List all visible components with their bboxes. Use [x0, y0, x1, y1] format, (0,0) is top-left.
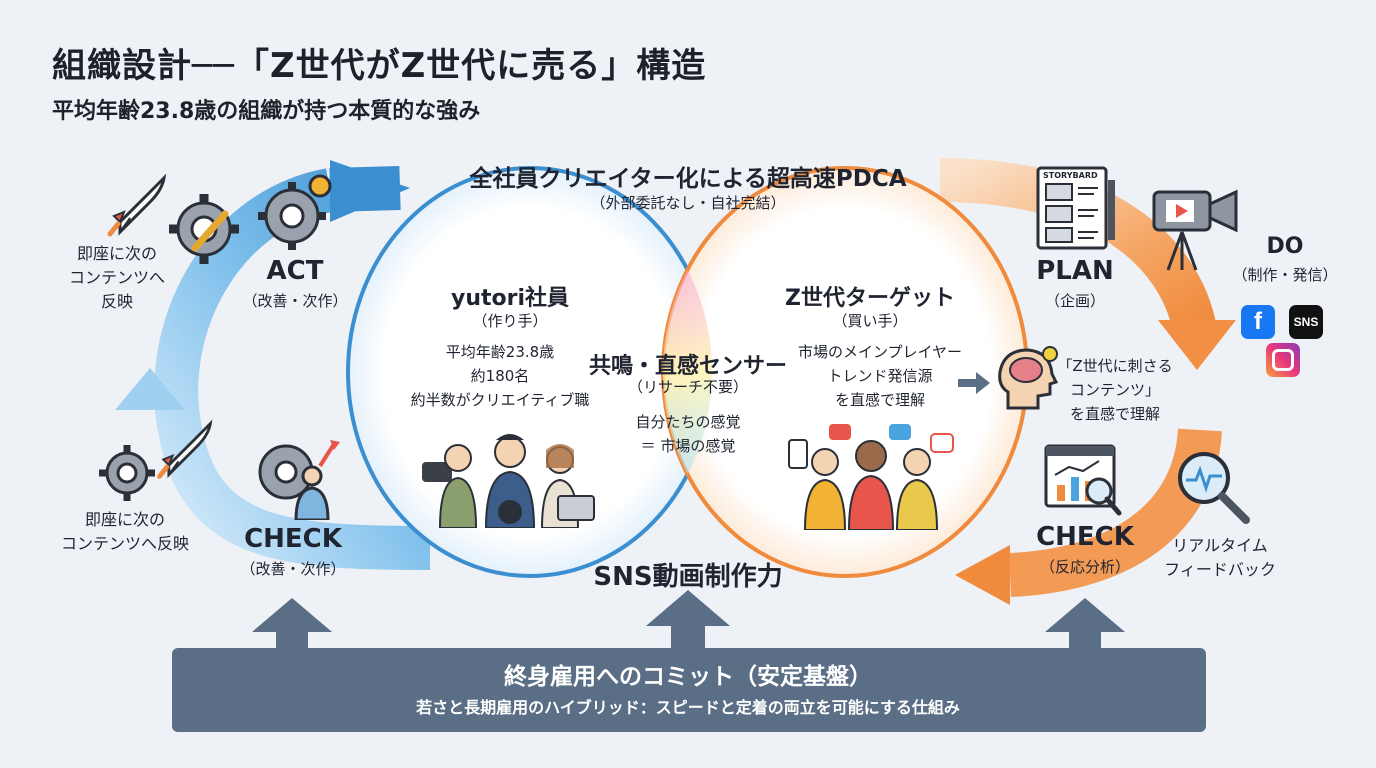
team-illustration [422, 434, 595, 528]
yutori-details: 平均年齢23.8歳約180名約半数がクリエイティブ職 [410, 343, 590, 409]
resonance-subtitle: （リサーチ不要） [627, 378, 748, 396]
target-details: 市場のメインプレイヤートレンド発信源を直感で理解 [797, 343, 963, 409]
rocket-icon [107, 173, 167, 237]
wrench-gear-icon [169, 194, 239, 264]
sns-video-power: SNS動画制作力 [593, 562, 783, 592]
arrow-right-icon [958, 372, 990, 394]
insight-note: 「Z世代に刺さるコンテンツ」を直感で理解 [1057, 357, 1173, 423]
foundation-bar [172, 648, 1206, 732]
act-note: 即座に次のコンテンツへ反映 [68, 244, 165, 311]
do-title: DO [1266, 234, 1304, 259]
foundation-title: 終身雇用へのコミット（安定基盤） [504, 664, 872, 690]
yutori-subtitle: （作り手） [472, 312, 548, 330]
act-subtitle: （改善・次作） [242, 292, 348, 310]
plan-title: PLAN [1036, 256, 1114, 286]
check-subtitle-right: （反応分析） [1039, 558, 1130, 576]
resonance-details: 自分たちの感覚＝ 市場の感覚 [635, 413, 741, 455]
foundation-subtitle: 若さと長期雇用のハイブリッド：スピードと定着の両立を可能にする仕組み [416, 698, 960, 717]
facebook-icon: f [1241, 305, 1275, 339]
person-gear-icon [258, 440, 340, 520]
gear-icon [99, 445, 155, 501]
page-subtitle: 平均年齢23.8歳の組織が持つ本質的な強み [52, 99, 481, 124]
act-title: ACT [266, 256, 324, 286]
plan-subtitle: （企画） [1044, 292, 1105, 310]
storyboard-icon [1036, 166, 1115, 250]
target-title: Z世代ターゲット [785, 286, 955, 311]
analytics-chart-icon [1044, 444, 1122, 516]
magnifier-pulse-icon [1178, 452, 1250, 524]
yutori-title: yutori社員 [450, 286, 570, 311]
rocket-icon [157, 419, 213, 479]
resonance-title: 共鳴・直感センサー [588, 354, 787, 379]
storyboard-label: STORYBARD [1043, 171, 1098, 180]
check-title-right: CHECK [1036, 522, 1134, 552]
check-title-left: CHECK [244, 524, 342, 554]
sns-badge: SNS [1289, 305, 1323, 339]
realtime-feedback: リアルタイムフィードバック [1164, 536, 1276, 579]
check-subtitle-left: （改善・次作） [240, 560, 346, 578]
target-subtitle: （買い手） [832, 312, 908, 330]
do-subtitle: （制作・発信） [1232, 266, 1338, 284]
gear-icon [258, 174, 332, 250]
pdca-subtitle: （外部委託なし・自社完結） [590, 194, 786, 212]
check-note-left: 即座に次のコンテンツへ反映 [60, 510, 189, 553]
brain-icon [998, 346, 1059, 410]
z-generation-illustration [788, 424, 954, 530]
video-camera-icon [1152, 189, 1238, 271]
instagram-icon [1266, 343, 1300, 377]
pdca-title: 全社員クリエイター化による超高速PDCA [469, 166, 907, 192]
page-title: 組織設計──「Z世代がZ世代に売る」構造 [52, 46, 707, 86]
